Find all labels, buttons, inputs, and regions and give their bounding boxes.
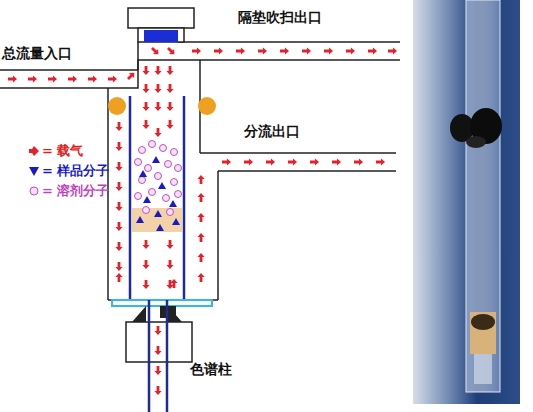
port-label: 色谱柱 bbox=[190, 362, 232, 377]
port-label: 总流量入口 bbox=[2, 46, 72, 61]
o-ring bbox=[198, 97, 216, 115]
liner-packing bbox=[132, 208, 182, 232]
column bbox=[149, 300, 167, 412]
split-pipe bbox=[200, 153, 396, 171]
o-ring bbox=[108, 97, 126, 115]
sample-molecules bbox=[136, 156, 180, 231]
column-nut bbox=[112, 300, 212, 362]
carrier-gas-arrows bbox=[8, 45, 397, 395]
liner-photo bbox=[413, 0, 520, 404]
legend-text: = 载气 bbox=[42, 144, 83, 158]
port-label: 分流出口 bbox=[244, 124, 300, 139]
legend-item: = 溶剂分子 bbox=[28, 184, 109, 198]
legend-text: = 样品分子 bbox=[42, 164, 109, 178]
cap-neck bbox=[138, 28, 184, 42]
inlet-pipe bbox=[0, 70, 138, 88]
legend-sample bbox=[28, 165, 40, 177]
injector-body bbox=[108, 42, 218, 300]
legend-sample bbox=[28, 185, 40, 197]
liner bbox=[130, 96, 184, 300]
solvent-molecules bbox=[135, 141, 182, 216]
legend-text: = 溶剂分子 bbox=[42, 184, 109, 198]
septum bbox=[144, 30, 178, 42]
legend-item: = 样品分子 bbox=[28, 164, 109, 178]
purge-pipe bbox=[178, 42, 400, 60]
injector-cap bbox=[128, 8, 194, 28]
legend-sample bbox=[28, 145, 40, 157]
port-label: 隔垫吹扫出口 bbox=[238, 10, 322, 25]
legend-item: = 载气 bbox=[28, 144, 83, 158]
